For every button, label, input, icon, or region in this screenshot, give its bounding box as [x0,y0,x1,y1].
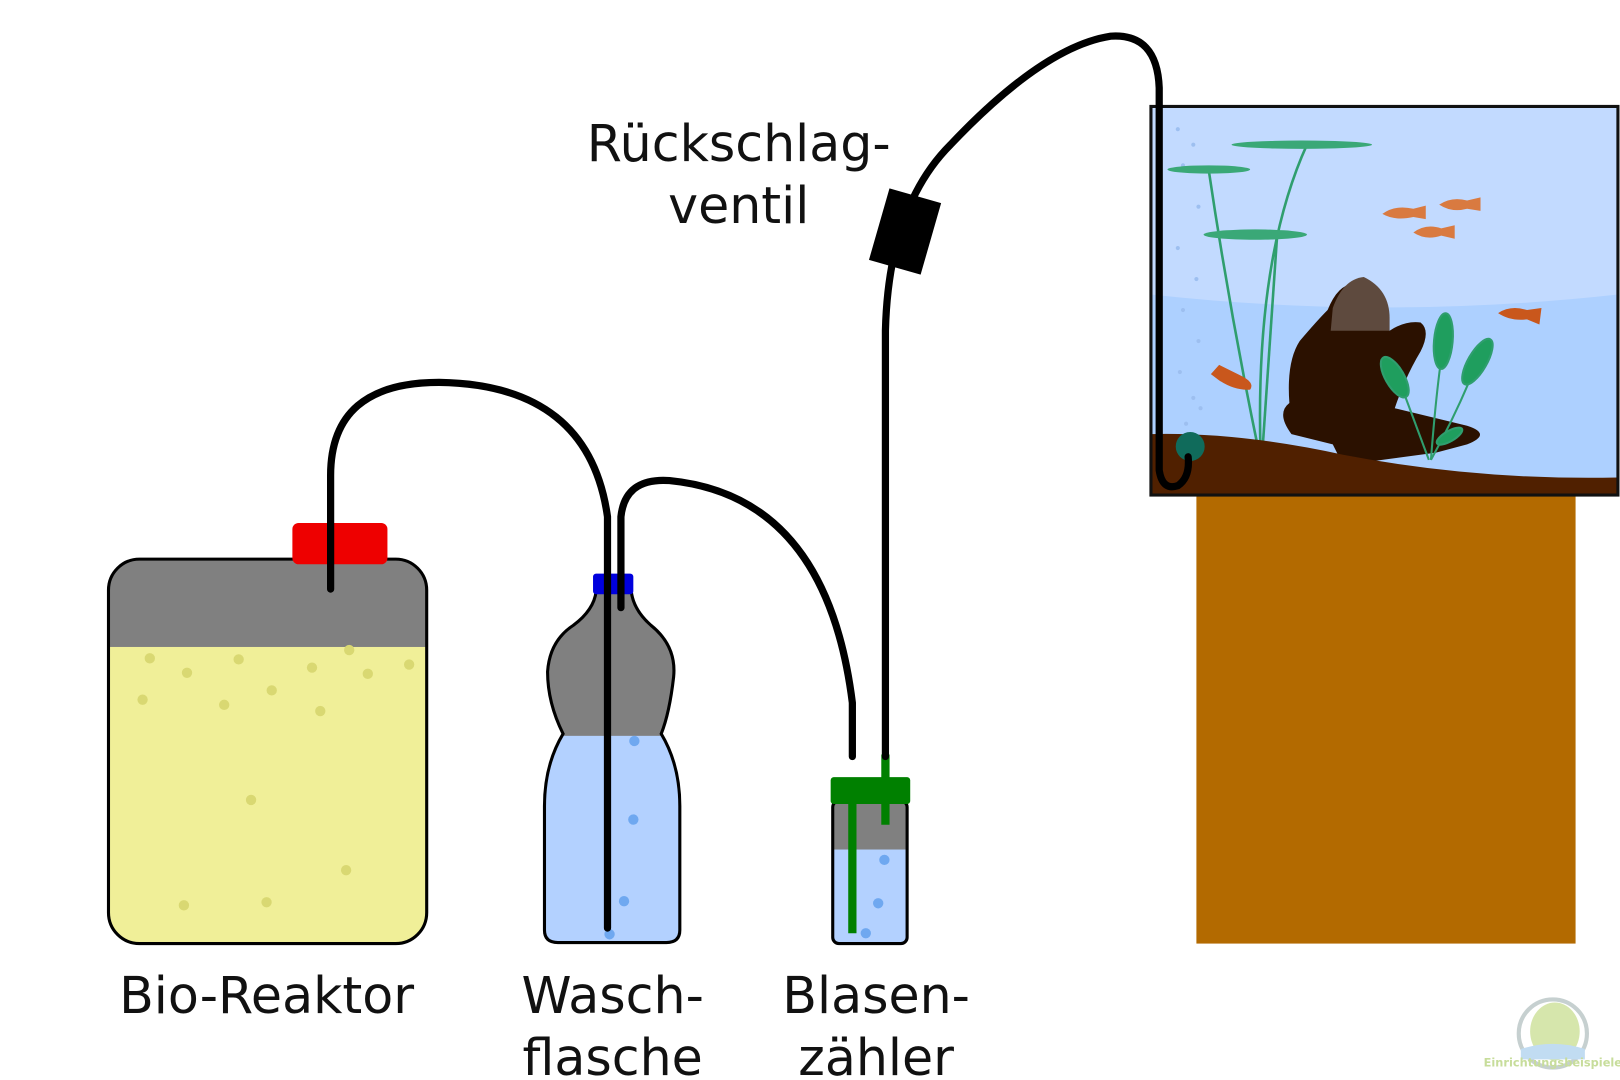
fish [1210,197,1542,390]
svg-text:Einrichtungsbeispiele: Einrichtungsbeispiele [1484,1056,1620,1070]
bioreactor [106,522,429,946]
aquarium-stand [1196,495,1576,944]
wash-bottle-cap [593,573,634,595]
label-wash-bottle-1: Wasch- [521,966,703,1025]
wash-bottle [542,573,682,945]
label-bioreactor: Bio-Reaktor [119,966,414,1025]
label-check-valve-1: Rückschlag- [587,114,891,173]
tube-counter-to-aquarium [881,32,1193,761]
check-valve [868,188,942,275]
watermark-logo: Einrichtungsbeispiele [1484,997,1620,1070]
bubble-counter-cap [830,777,911,805]
label-bubble-counter-2: zähler [798,1028,954,1080]
tube-wash-bottle-to-counter [617,476,856,761]
label-wash-bottle-2: flasche [523,1028,703,1080]
bubble-counter [830,754,911,946]
substrate [1150,433,1618,496]
sword-plant [1379,312,1494,461]
stem-plants [1207,144,1309,450]
tube-reactor-to-wash-bottle [326,378,612,932]
co2-bubbles [1175,127,1203,426]
label-bubble-counter-1: Blasen- [782,966,970,1025]
label-check-valve-2: ventil [668,176,809,235]
bioreactor-cap [292,522,388,565]
floating-leaves [1167,140,1373,240]
yeast-particles [137,644,415,911]
co2-diffuser [1175,432,1205,461]
aquarium [1149,104,1620,497]
